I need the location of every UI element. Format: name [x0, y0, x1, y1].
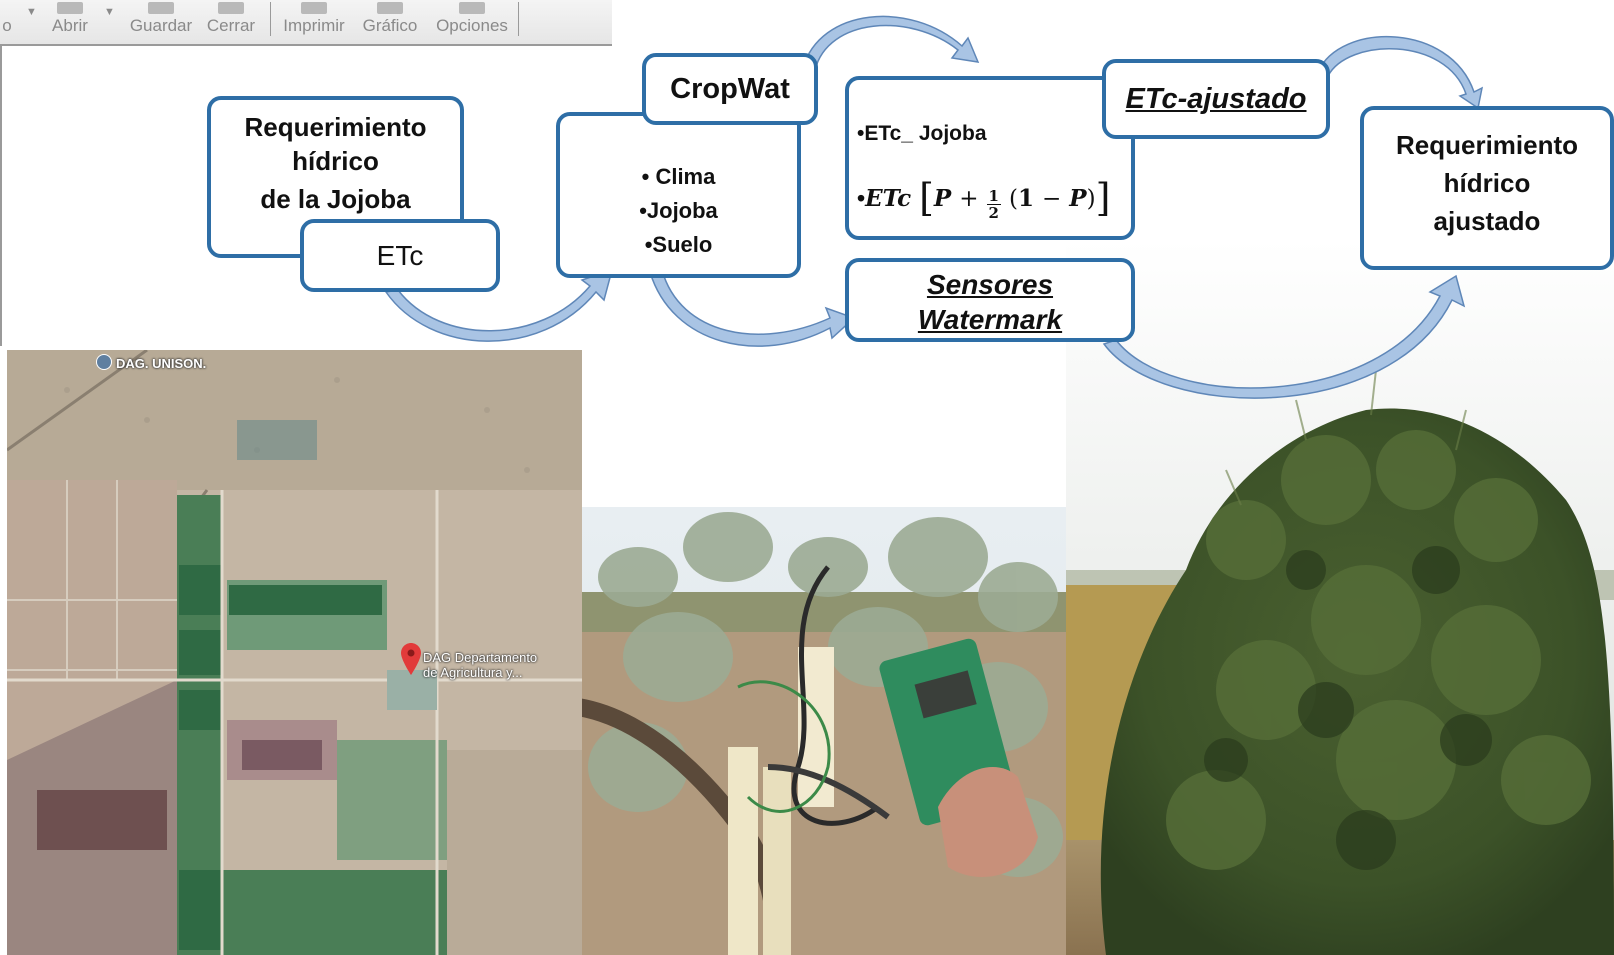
- map-pin-icon[interactable]: [401, 643, 421, 675]
- arrow-sensores-to-ajustado: [1102, 274, 1466, 399]
- etc-label: ETc: [376, 240, 424, 271]
- etc-ajustado-box: ETc-ajustado: [1102, 59, 1330, 139]
- jojoba-bush-photo: [1066, 240, 1614, 955]
- arrow-etc-to-inputs: [384, 268, 614, 342]
- etc-jojoba-label: •ETc_ Jojoba: [857, 122, 987, 145]
- etc-jojoba-box: •ETc_ Jojoba •ETc [P + 1 2 (1 − P)]: [845, 76, 1135, 240]
- cropwat-box: CropWat: [642, 53, 818, 125]
- toolbar: o ▼ Abrir ▼ Guardar Cerrar Imprimir Gráf…: [0, 0, 612, 46]
- watermark-sensor-photo: [578, 507, 1066, 955]
- arrow-inputs-to-sensores: [649, 269, 856, 347]
- water-requirement-adjusted-box: Requerimiento hídrico ajustado: [1360, 106, 1614, 270]
- etc-ajustado-label: ETc-ajustado: [1125, 83, 1307, 115]
- save-icon: [148, 2, 174, 14]
- input-jojoba: •Jojoba: [639, 198, 718, 223]
- cropwat-label: CropWat: [670, 73, 790, 105]
- chart-button[interactable]: Gráfico: [360, 0, 420, 40]
- etc-adjust-formula: •ETc [P + 1 2 (1 − P)]: [857, 176, 1111, 222]
- open-dropdown-caret-icon[interactable]: ▼: [104, 6, 115, 18]
- options-button[interactable]: Opciones: [434, 0, 510, 40]
- sensores-line-1: Sensores: [926, 269, 1054, 300]
- cropwat-inputs-box: • Clima •Jojoba •Suelo: [556, 112, 801, 278]
- water-requirement-jojoba-box: Requerimiento hídrico de la Jojoba: [207, 96, 464, 258]
- toolbar-separator: [270, 2, 271, 36]
- arrow-etcajustado-to-ajustado: [1316, 36, 1484, 110]
- req-ajustado-line-2: hídrico: [1443, 168, 1531, 198]
- close-button[interactable]: Cerrar: [206, 0, 256, 40]
- close-icon: [218, 2, 244, 14]
- sensores-line-2: Watermark: [917, 304, 1063, 335]
- sensores-watermark-box: Sensores Watermark: [845, 258, 1135, 342]
- toolbar-button-partial[interactable]: o: [2, 16, 12, 35]
- options-icon: [459, 2, 485, 14]
- print-button[interactable]: Imprimir: [283, 0, 345, 40]
- req-jojoba-line-1: Requerimiento: [244, 112, 427, 142]
- print-icon: [301, 2, 327, 14]
- req-ajustado-line-1: Requerimiento: [1395, 130, 1579, 160]
- input-suelo: •Suelo: [644, 232, 713, 257]
- dropdown-caret-icon[interactable]: ▼: [26, 6, 37, 18]
- save-button[interactable]: Guardar: [128, 0, 194, 40]
- window-left-border: [0, 46, 2, 346]
- chart-icon: [377, 2, 403, 14]
- map-label-dag: DAG Departamento de Agricultura y...: [423, 650, 538, 680]
- input-clima: • Clima: [641, 164, 716, 189]
- etc-box: ETc: [300, 219, 500, 292]
- open-icon: [57, 2, 83, 14]
- open-button[interactable]: Abrir: [48, 0, 92, 40]
- req-jojoba-line-2: hídrico: [292, 146, 379, 176]
- map-label-unison: DAG. UNISON.: [96, 354, 206, 371]
- req-ajustado-line-3: ajustado: [1433, 206, 1541, 236]
- unison-pin-icon: [96, 354, 112, 370]
- satellite-map[interactable]: [7, 350, 582, 955]
- toolbar-separator-end: [518, 2, 519, 36]
- req-jojoba-line-3: de la Jojoba: [260, 184, 411, 214]
- arrow-cropwat-to-etc: [802, 15, 980, 71]
